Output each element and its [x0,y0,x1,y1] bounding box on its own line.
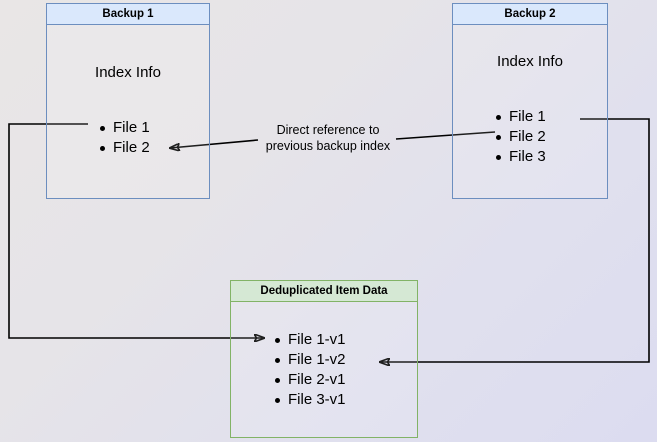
node-backup2-subtitle: Index Info [497,53,563,70]
node-dedup-header-label: Deduplicated Item Data [260,285,388,297]
node-dedup: Deduplicated Item Data File 1-v1 File 1-… [230,280,418,438]
node-backup2: Backup 2 Index Info File 1 File 2 File 3 [452,3,608,199]
edge-label-line-1: Direct reference to [276,123,380,137]
list-item: File 3 [495,147,546,167]
list-item: File 2-v1 [274,370,346,390]
node-backup1: Backup 1 Index Info File 1 File 2 [46,3,210,199]
node-backup1-header: Backup 1 [47,4,209,25]
node-backup1-subtitle: Index Info [95,64,161,81]
node-backup1-item-list: File 1 File 2 [99,118,150,158]
node-dedup-header: Deduplicated Item Data [231,281,417,302]
node-dedup-item-list: File 1-v1 File 1-v2 File 2-v1 File 3-v1 [274,330,346,410]
node-backup2-header-label: Backup 2 [504,8,556,20]
node-backup1-header-label: Backup 1 [102,8,154,20]
node-backup2-item-list: File 1 File 2 File 3 [495,107,546,167]
node-backup2-header: Backup 2 [453,4,607,25]
list-item: File 2 [99,138,150,158]
list-item: File 2 [495,127,546,147]
list-item: File 1 [99,118,150,138]
list-item: File 3-v1 [274,390,346,410]
list-item: File 1-v2 [274,350,346,370]
edge-label-direct-reference: Direct reference to previous backup inde… [248,122,408,154]
edge-label-line-2: previous backup index [265,139,391,153]
list-item: File 1-v1 [274,330,346,350]
list-item: File 1 [495,107,546,127]
